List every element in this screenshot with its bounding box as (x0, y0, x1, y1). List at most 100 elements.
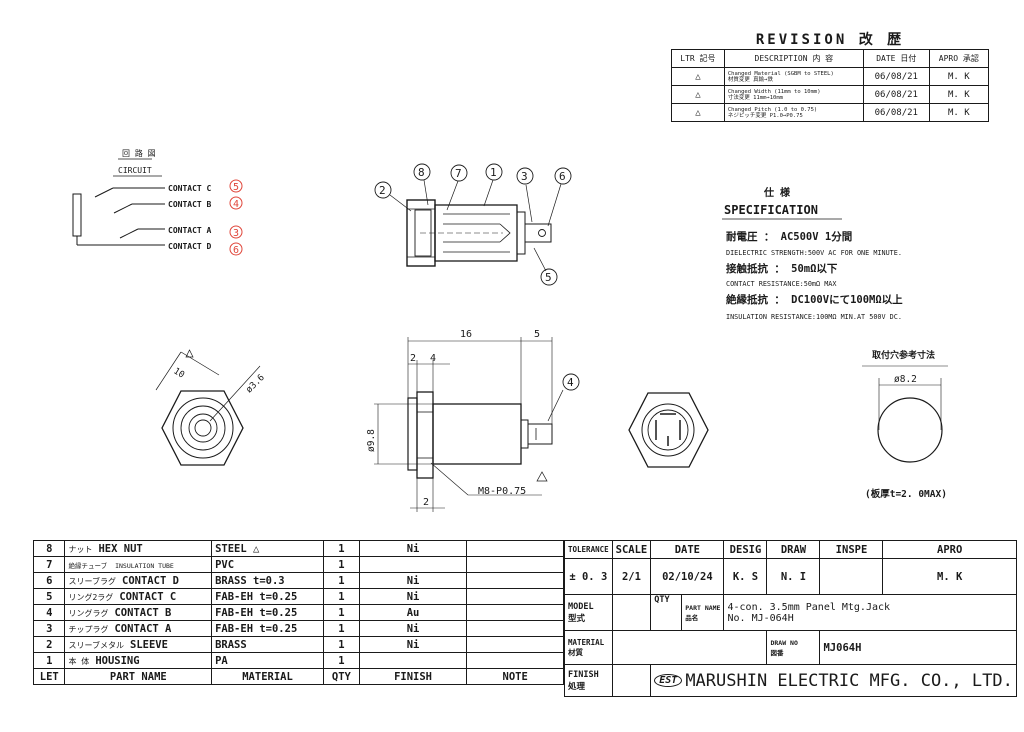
table-cell: Ni (358, 572, 468, 589)
contact-a-label: CONTACT A (168, 226, 212, 235)
balloon-7: 7 (455, 167, 462, 180)
dim-thread: M8-P0.75 (478, 486, 526, 497)
table-cell: FAB-EH t=0.25 (211, 620, 324, 637)
apro-value: M. K (882, 558, 1017, 595)
table-cell: 1 (322, 636, 360, 653)
balloon-3: 3 (521, 170, 528, 183)
scale-value: 2/1 (611, 558, 652, 595)
circuit-diagram: 回 路 図 CIRCUIT CONTACT C 5 CONTACT B 4 CO… (72, 148, 243, 256)
table-cell: TOLERANCE (564, 540, 613, 559)
date-value: 02/10/24 (650, 558, 725, 595)
part-name: 4-con. 3.5mm Panel Mtg.Jack (727, 601, 891, 613)
revision-title: REVISION 改 歴 (671, 29, 989, 50)
table-cell: BRASS (211, 636, 324, 653)
spec-line-3-jp: 絶縁抵抗 ： DC100Vにて100MΩ以上 (726, 293, 903, 306)
table-cell (358, 652, 468, 669)
bom-header-note: NOTE (466, 668, 564, 685)
draw-no: MJ064H (819, 630, 1017, 665)
bom-header-let: LET (32, 668, 66, 685)
bom-header-name: PART NAME (64, 668, 213, 685)
contact-c-number: 5 (233, 182, 239, 193)
table-cell: STEEL △ (211, 540, 324, 557)
table-cell: PVC (211, 556, 324, 573)
table-cell: 1 (32, 652, 66, 669)
desig-value: K. S (723, 558, 768, 595)
table-cell: FAB-EH t=0.25 (211, 604, 324, 621)
contact-b-label: CONTACT B (168, 200, 212, 209)
table-cell: 7 (32, 556, 66, 573)
panel-cutout: 取付穴参考寸法 ø8.2 (板厚t=2. 0MAX) (862, 349, 948, 500)
table-cell: 6 (32, 572, 66, 589)
table-cell (466, 636, 564, 653)
table-cell: 1 (322, 540, 360, 557)
spec-line-3-en: INSULATION RESISTANCE:100MΩ MIN.AT 500V … (726, 313, 902, 321)
table-cell: DATE (650, 540, 725, 559)
table-cell: Ni (358, 588, 468, 605)
table-cell: Ni (358, 620, 468, 637)
table-cell (466, 604, 564, 621)
dim-hex-width: 10 (171, 366, 185, 380)
inspe-value (819, 558, 884, 595)
contact-b-number: 4 (233, 199, 239, 210)
table-cell (466, 588, 564, 605)
dim-2b: 2 (423, 497, 429, 508)
revision-table: REVISION 改 歴 LTR 記号 DESCRIPTION 内 容 DATE… (671, 29, 990, 122)
table-cell (611, 630, 768, 665)
profile-view: 16 5 2 4 ø9.8 2 M8-P0.75 4 (366, 329, 580, 512)
part-no: No. MJ-064H (727, 612, 794, 624)
title-block: TOLERANCE SCALE DATE DESIG DRAW INSPE AP… (564, 540, 1017, 697)
table-cell: Ni (358, 636, 468, 653)
table-cell (466, 652, 564, 669)
contact-d-label: CONTACT D (168, 242, 212, 251)
spec-line-2-jp: 接触抵抗 ： 50mΩ以下 (726, 262, 838, 275)
dim-body-dia: ø9.8 (366, 429, 377, 452)
company-logo: EST (654, 674, 683, 687)
circuit-title-en: CIRCUIT (118, 166, 152, 175)
table-cell: 3 (32, 620, 66, 637)
bom-header-material: MATERIAL (211, 668, 324, 685)
contact-d-number: 6 (233, 245, 239, 256)
table-cell: PA (211, 652, 324, 669)
balloon-4: 4 (567, 376, 574, 389)
section-view: 8 7 1 3 6 2 5 (374, 163, 572, 286)
bom-header-finish: FINISH (358, 668, 468, 685)
table-cell: DRAW (766, 540, 821, 559)
contact-c-label: CONTACT C (168, 184, 212, 193)
balloon-1: 1 (490, 166, 497, 179)
table-cell (466, 540, 564, 557)
spec-line-1-jp: 耐電圧 ： AC500V 1分間 (726, 230, 852, 243)
spec-title-jp: 仕 様 (763, 186, 791, 199)
table-cell: 1 (322, 604, 360, 621)
table-cell: 1 (322, 652, 360, 669)
table-cell: 1 (322, 620, 360, 637)
table-cell: 1 (322, 588, 360, 605)
table-cell: Au (358, 604, 468, 621)
bom-header-qty: QTY (322, 668, 360, 685)
spec-line-1-en: DIELECTRIC STRENGTH:500V AC FOR ONE MINU… (726, 249, 902, 257)
balloon-6: 6 (559, 170, 566, 183)
table-cell: 5 (32, 588, 66, 605)
table-cell: APRO (882, 540, 1017, 559)
circuit-title-jp: 回 路 図 (122, 148, 156, 158)
bom-header-row: LET PART NAME MATERIAL QTY FINISH NOTE (32, 668, 564, 685)
table-cell: 1 (322, 572, 360, 589)
rear-view (628, 392, 709, 468)
